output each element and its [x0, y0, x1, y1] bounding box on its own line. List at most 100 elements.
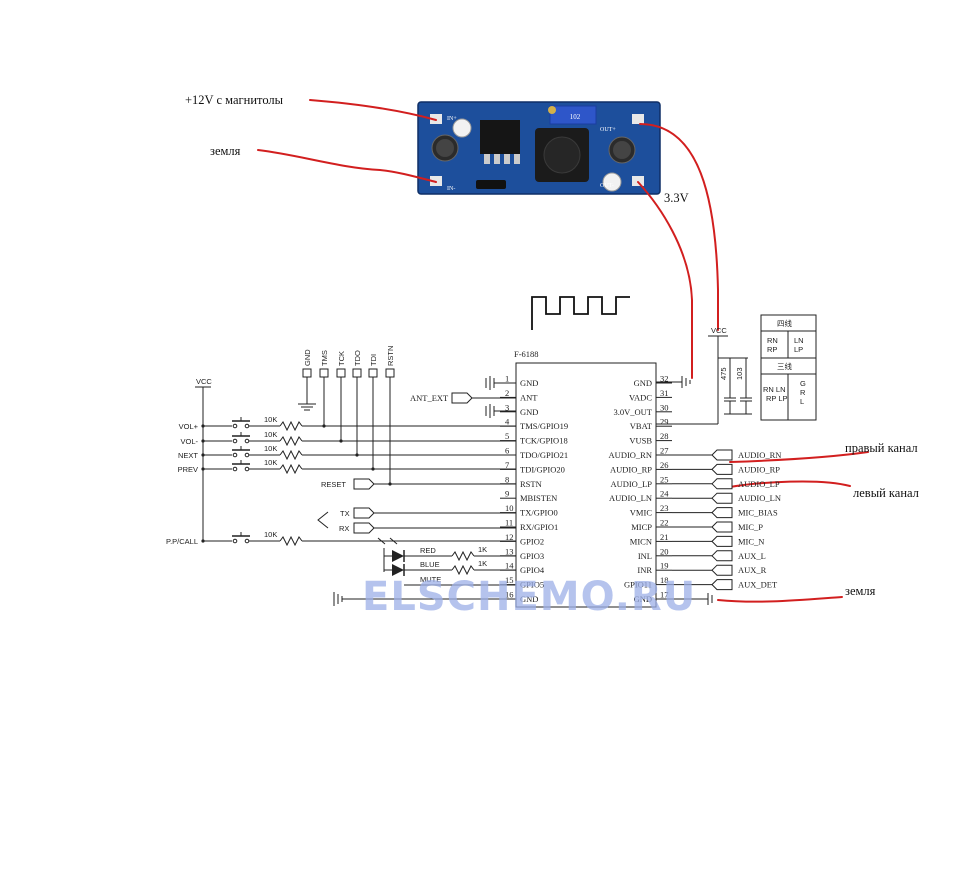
chip-pin-number: 28 — [660, 431, 669, 441]
led-label: MUTE — [420, 575, 441, 584]
reset-label: RESET — [321, 480, 346, 489]
pad-in-plus-label: IN+ — [447, 116, 457, 122]
chip-pin-name: INR — [637, 565, 652, 575]
chip-pin-name: GND — [520, 407, 538, 417]
table-title-4wire: 四线 — [777, 318, 792, 328]
net-flag — [711, 492, 733, 504]
chip-pin-number: 23 — [660, 503, 669, 513]
vcc-right-label: VCC — [711, 326, 727, 335]
resistor-label: 10K — [264, 430, 277, 439]
chip-pin-name: VBAT — [630, 421, 653, 431]
wire-right-channel — [729, 451, 869, 463]
chip-pin-name: MICN — [630, 536, 652, 546]
net-label: MIC_P — [738, 522, 763, 532]
chip-pin-number: 5 — [505, 431, 509, 441]
net-flag — [711, 478, 733, 490]
pad-out-minus — [632, 176, 644, 186]
chip-pin-name: GND — [634, 378, 652, 388]
gnd-pin16 — [333, 592, 516, 606]
label-left-channel: левый канал — [853, 486, 919, 500]
pad-out-minus-label: OUT- — [600, 183, 614, 189]
header-pin-label: TCK — [337, 351, 346, 366]
red-wires — [257, 99, 869, 603]
pad-out-plus — [632, 114, 644, 124]
chip-pin-number: 8 — [505, 474, 509, 484]
chip-pin-number: 30 — [660, 402, 669, 412]
chip-pin-name: RSTN — [520, 479, 542, 489]
led-resistor-label: 1K — [478, 545, 487, 554]
led-diode-icon — [392, 564, 404, 576]
label-12v: +12V с магнитолы — [185, 93, 284, 107]
button-label: PREV — [178, 465, 198, 474]
wire-out-plus-to-vcc — [639, 123, 719, 331]
chip-pin-number: 4 — [505, 417, 510, 427]
chip-pin-number: 26 — [660, 460, 669, 470]
chip-pin-number: 7 — [505, 460, 509, 470]
chip-pin-name: VMIC — [630, 508, 653, 518]
chip-pin-number: 10 — [505, 503, 514, 513]
table-title-3wire: 三线 — [777, 361, 792, 371]
resistor-icon — [279, 435, 303, 447]
chip-pin-number: 31 — [660, 388, 669, 398]
chip-pin-name: 3.0V_OUT — [614, 407, 653, 417]
led-diode-icon — [392, 550, 404, 562]
net-label: AUX_R — [738, 565, 767, 575]
label-right-channel: правый канал — [845, 441, 918, 455]
resistor-label: 10K — [264, 530, 277, 539]
vcc-left-rail: VCC — [195, 377, 212, 541]
chip-pin-name: AUDIO_LP — [610, 479, 652, 489]
label-ground-top: земля — [210, 144, 241, 158]
net-label: AUDIO_RN — [738, 450, 781, 460]
header-pin-label: TDI — [369, 354, 378, 366]
chip-pin-number: 22 — [660, 518, 669, 528]
chip-pin-number: 11 — [505, 518, 513, 528]
led-label: BLUE — [420, 560, 440, 569]
chip-pin-name: GND — [520, 594, 538, 604]
resistor-label: 10K — [264, 458, 277, 467]
resistor-icon — [451, 564, 475, 576]
resistor-icon — [279, 535, 303, 547]
resistor-icon — [279, 449, 303, 461]
chip-pin-number: 32 — [660, 374, 669, 384]
chip-pin-name: TCK/GPIO18 — [520, 436, 568, 446]
header-pin-pad — [336, 368, 346, 378]
tx-label: TX — [340, 509, 350, 518]
chip-pin-number: 2 — [505, 388, 509, 398]
chip-pin-name: GPIO5 — [520, 580, 544, 590]
led-resistor-label: 1K — [478, 559, 487, 568]
chip-pin-name: GND — [634, 594, 652, 604]
chip-pin-name: TDO/GPIO21 — [520, 450, 568, 460]
header-pin-pad — [385, 368, 395, 378]
net-label: AUX_L — [738, 551, 766, 561]
dc-dc-module: 102 OUT+ OUT- IN+ IN- — [417, 101, 661, 195]
chip-pin-number: 1 — [505, 374, 509, 384]
header-pin-pad — [302, 368, 312, 378]
chip-pin-name: VADC — [629, 392, 652, 402]
net-label: MIC_BIAS — [738, 508, 778, 518]
chip-pin-number: 20 — [660, 546, 669, 556]
chip-pin-number: 29 — [660, 417, 669, 427]
cap-label-103: 103 — [735, 367, 744, 380]
chip-pin-number: 14 — [505, 561, 514, 571]
chip-pin-number: 9 — [505, 489, 509, 499]
chip-pin-number: 19 — [660, 561, 669, 571]
wire-ground-bottom — [717, 596, 843, 603]
watermark: ELSCHEMO.RU — [362, 574, 696, 620]
net-label: MIC_N — [738, 536, 764, 546]
net-flag — [711, 463, 733, 475]
label-ground-bottom: земля — [845, 584, 876, 598]
chip-pin-number: 6 — [505, 446, 509, 456]
net-flag — [711, 535, 733, 547]
header-pin-pad — [319, 368, 329, 378]
potentiometer — [549, 105, 597, 125]
net-label: AUDIO_LP — [738, 479, 780, 489]
resistor-icon — [451, 550, 475, 562]
chip-pin-number: 21 — [660, 532, 669, 542]
button-label: VOL+ — [179, 422, 199, 431]
chip-pin-number: 27 — [660, 446, 669, 456]
net-label: AUX_DET — [738, 580, 778, 590]
